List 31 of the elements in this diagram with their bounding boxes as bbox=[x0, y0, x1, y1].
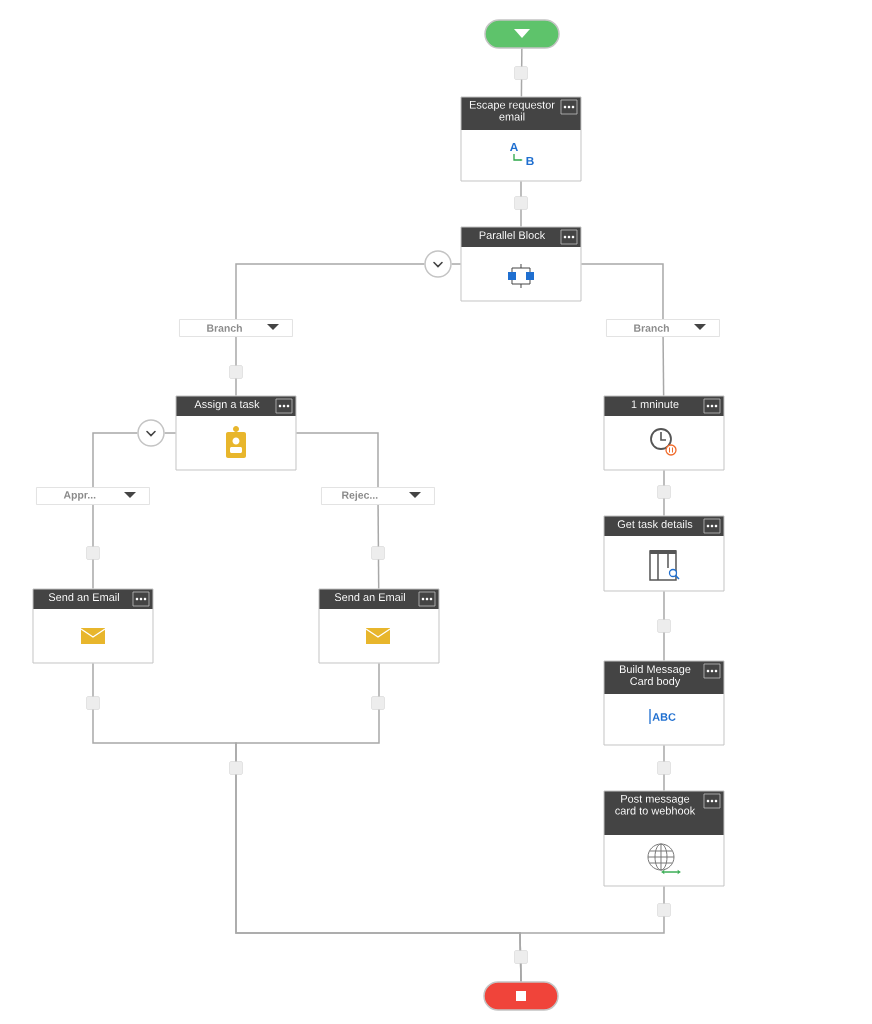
connector-line bbox=[580, 263, 664, 320]
connector-line bbox=[520, 48, 523, 98]
action-box: Parallel Block bbox=[460, 226, 582, 302]
branch-label: Rejec... bbox=[321, 487, 435, 505]
connector-line bbox=[519, 885, 665, 982]
connector-line bbox=[663, 744, 665, 792]
connector-line bbox=[92, 432, 138, 488]
action-box: Post message card to webhook bbox=[603, 790, 725, 887]
connector-line bbox=[295, 432, 379, 488]
connector-line bbox=[377, 504, 380, 590]
branch-label: Branch bbox=[179, 319, 293, 337]
connector-line bbox=[92, 504, 94, 590]
connector-line bbox=[520, 180, 522, 228]
connector-line bbox=[662, 336, 665, 397]
connector-line bbox=[451, 263, 462, 265]
connector-line bbox=[663, 590, 665, 662]
branch-label: Appr... bbox=[36, 487, 150, 505]
start-button bbox=[484, 19, 560, 49]
connector-line bbox=[663, 469, 665, 517]
collapse-button bbox=[137, 419, 165, 447]
stop-button bbox=[483, 981, 559, 1011]
action-box: Get task details bbox=[603, 515, 725, 592]
action-box: 1 mninute bbox=[603, 395, 725, 471]
branch-label: Branch bbox=[606, 319, 720, 337]
connector-line bbox=[235, 336, 237, 397]
connector-line bbox=[164, 432, 177, 434]
connector-line bbox=[235, 263, 425, 320]
collapse-button bbox=[424, 250, 452, 278]
action-box: Send an Email bbox=[318, 588, 440, 664]
action-box: Send an Email bbox=[32, 588, 154, 664]
action-box: Assign a task bbox=[175, 395, 297, 471]
